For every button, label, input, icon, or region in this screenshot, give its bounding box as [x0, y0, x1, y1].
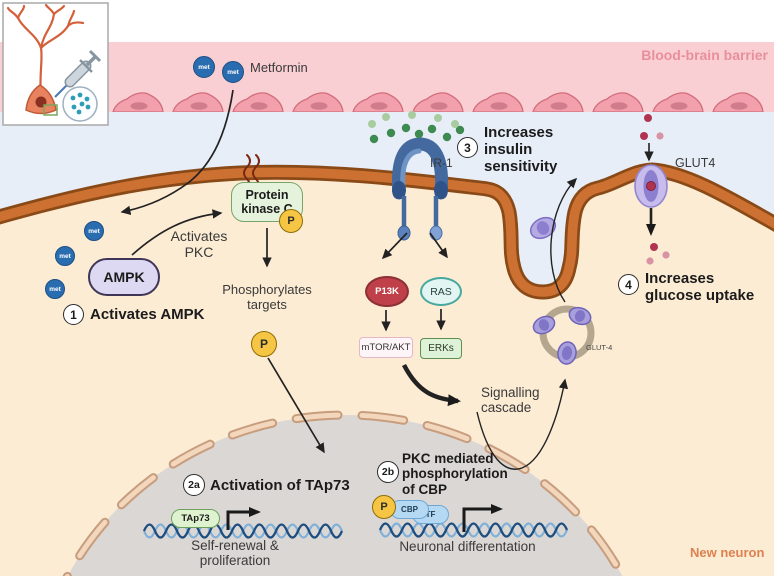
p-to-nucleus-arrow: [267, 357, 325, 454]
step-1-label: Activates AMPK: [90, 306, 205, 323]
ampk-node: AMPK: [88, 258, 160, 296]
metformin-molecule-icon: met: [193, 56, 215, 78]
glut4-vesicle-icon: [532, 305, 595, 365]
ir1-receptor-icon: [391, 137, 449, 241]
activates-pkc-label: Activates PKC: [170, 228, 228, 260]
step-3-badge: 3: [457, 137, 478, 158]
step-1-badge: 1: [63, 304, 84, 325]
tap73-transcription-arrow: [226, 507, 261, 530]
phosphate-icon: P: [251, 331, 277, 357]
step-2a-badge: 2a: [183, 474, 205, 496]
step-4-badge: 4: [618, 274, 639, 295]
neuron-inset-icon: [2, 2, 109, 126]
step-2a-label: Activation of TAp73: [210, 477, 350, 494]
step-3-label: Increases insulin sensitivity: [484, 124, 558, 176]
glut4-vesicle-label: GLUT-4: [586, 343, 613, 352]
ir1-to-ras-arrow: [429, 232, 448, 259]
signalling-cascade-label: Signalling cascade: [481, 385, 540, 416]
metformin-molecule-icon: met: [55, 246, 75, 266]
glut4-transporter-icon: [634, 164, 668, 208]
step-2b-label: PKC mediated phosphorylation of CBP: [402, 451, 508, 497]
new-neuron-label: New neuron: [690, 545, 765, 560]
tap73-node: TAp73: [171, 509, 220, 528]
metformin-label: Metformin: [250, 60, 308, 75]
ir1-to-pi3k-arrow: [381, 232, 408, 260]
insulin-dots-icon: [368, 111, 465, 144]
glut4-translocating-icon: [529, 216, 557, 240]
transcription-arrows: [226, 504, 503, 532]
plasma-membrane: [0, 162, 774, 300]
signalling-cascade-arrow: [402, 363, 461, 407]
phosphorylates-label: Phosphorylates targets: [222, 282, 312, 312]
phosphate-icon: P: [372, 495, 396, 519]
metformin-particles-icon: [62, 86, 98, 122]
bbb-label: Blood-brain barrier: [641, 47, 768, 63]
cbp-node: CBP: [390, 500, 429, 519]
mtor-akt-node: mTOR/AKT: [359, 337, 413, 358]
glucose-dots-icon: [640, 114, 670, 265]
cascade-to-vesicle-arrow: [476, 378, 569, 470]
step-2b-badge: 2b: [377, 461, 399, 483]
inset-highlight-box: [43, 104, 58, 116]
metformin-molecule-icon: met: [45, 279, 65, 299]
top-margin: [0, 0, 774, 42]
ras-node: RAS: [420, 277, 462, 306]
extracellular-region: [0, 112, 774, 292]
metformin-entry-arrow: [120, 89, 234, 215]
self-renewal-label: Self-renewal & proliferation: [191, 538, 279, 569]
activates-pkc-arrow: [131, 209, 223, 256]
ir1-label: IR-1: [430, 156, 453, 170]
syringe-icon: [54, 49, 102, 98]
phosphate-icon: P: [279, 209, 303, 233]
vesicle-to-membrane-arrow: [550, 177, 578, 303]
arrows: [120, 89, 656, 470]
erks-node: ERKs: [420, 338, 462, 359]
metformin-molecule-icon: met: [222, 61, 244, 83]
cbp-transcription-arrow: [462, 504, 503, 532]
dna-helix-icon: [142, 522, 569, 539]
step-4-label: Increases glucose uptake: [645, 270, 755, 305]
glut4-label: GLUT4: [675, 156, 716, 170]
neuronal-differentiation-label: Neuronal differentation: [399, 539, 536, 554]
pi3k-node: P13K: [365, 276, 409, 307]
metformin-molecule-icon: met: [84, 221, 104, 241]
